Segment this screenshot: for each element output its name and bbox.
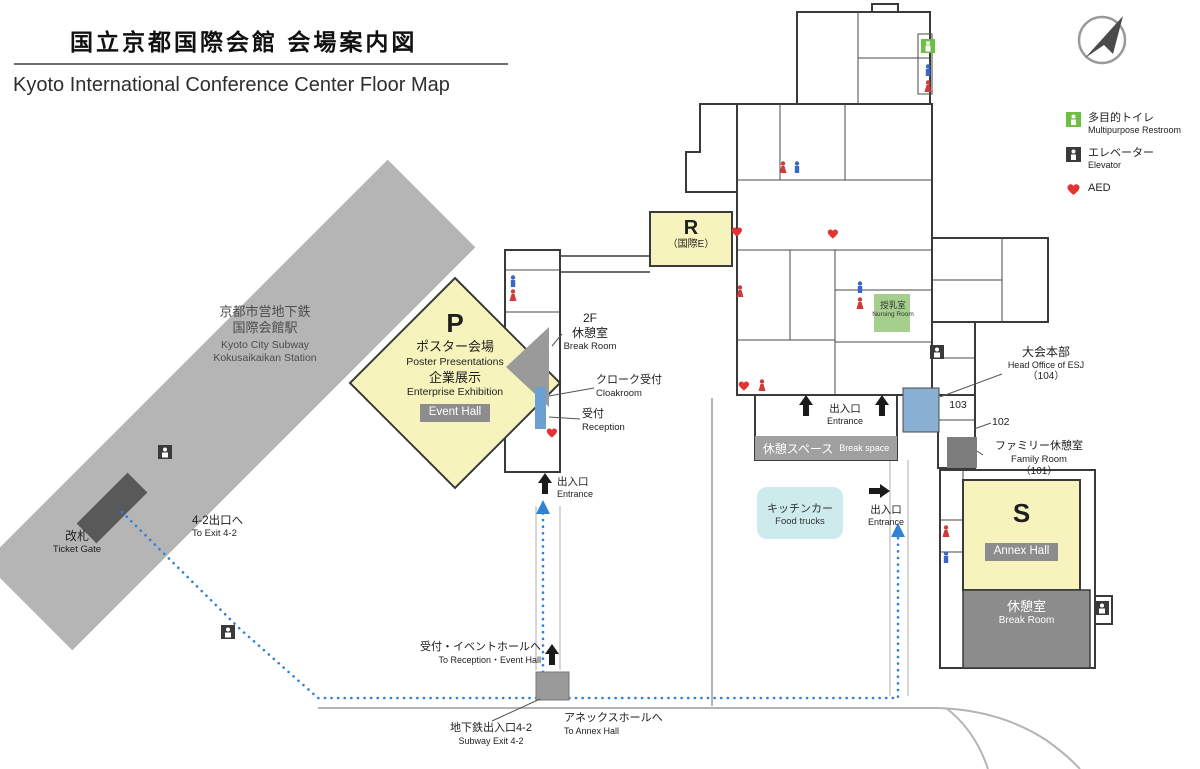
to-reception-label: 受付・イベントホールへ To Reception・Event Hall — [420, 641, 541, 665]
page-title-ja: 国立京都国際会館 会場案内図 — [70, 29, 418, 55]
annex-hall-room — [962, 479, 1081, 591]
entrance-label-south: 出入口 Entrance — [557, 476, 594, 500]
food-trucks-area: キッチンカー Food trucks — [757, 487, 843, 539]
elevator-icon — [158, 445, 172, 459]
entrance-arrows — [538, 395, 890, 665]
head-office-block — [902, 387, 940, 433]
restroom-female-icon — [779, 161, 787, 173]
legend: 多目的トイレ Multipurpose Restroom エレベーター Elev… — [1066, 112, 1181, 208]
family-room-label: ファミリー休憩室 Family Room （101） — [995, 440, 1083, 477]
aed-icon — [738, 381, 750, 391]
head-office-label: 大会本部 Head Office of ESJ （104） — [1007, 345, 1085, 383]
link-corridor — [560, 255, 650, 273]
aed-icon — [827, 229, 839, 239]
roads — [318, 398, 1081, 769]
aed-icon — [731, 227, 743, 237]
annex-break-room-block — [962, 589, 1091, 669]
entrance-label-main: 出入口 Entrance — [826, 403, 864, 427]
restroom-female-icon — [856, 297, 864, 309]
break-space-band: 休憩スペース Break space — [755, 436, 897, 460]
restroom-female-icon — [736, 285, 744, 297]
route-arrow-icon — [536, 500, 550, 514]
legend-label: エレベーター — [1088, 146, 1154, 159]
restroom-male-icon — [794, 161, 800, 173]
restroom-male-icon — [857, 281, 863, 293]
family-room-block — [947, 437, 977, 468]
page-title-en: Kyoto International Conference Center Fl… — [13, 74, 450, 96]
restroom-female-icon — [942, 525, 950, 537]
elevator-icon — [221, 625, 235, 639]
restroom-female-icon — [758, 379, 766, 391]
pointer-lines — [491, 333, 1003, 722]
annex-hall-label: S Annex Hall — [963, 499, 1080, 561]
restroom-male-icon — [510, 275, 516, 287]
aed-icon — [546, 428, 558, 438]
room-r-label: R （国際E） — [667, 217, 715, 250]
entrance-arrow-icon — [799, 395, 813, 416]
event-hall-room — [348, 276, 562, 490]
annex-break-room-label: 休憩室 Break Room — [998, 599, 1055, 627]
entrance-arrow-icon — [545, 644, 559, 665]
legend-label: AED — [1088, 181, 1111, 194]
room-102-label: 102 — [992, 416, 1010, 428]
main-left-annex — [685, 103, 738, 193]
route-arrow-icon — [891, 523, 905, 537]
room-103-label: 103 — [949, 399, 967, 411]
event-hall-tag: Event Hall — [419, 404, 491, 422]
room-r — [649, 211, 733, 267]
legend-sublabel: Elevator — [1088, 160, 1122, 171]
reception-desk-block — [535, 387, 546, 429]
entrance-arrow-icon — [869, 484, 890, 498]
entrance-arrow-icon — [538, 473, 552, 494]
subway-exit-label: 地下鉄出入口4-2 Subway Exit 4-2 — [450, 722, 532, 746]
event-hall-label: P ポスター会場 Poster Presentations 企業展示 Enter… — [393, 309, 517, 422]
legend-sublabel: Multipurpose Restroom — [1088, 125, 1182, 136]
to-annex-label: アネックスホールへ To Annex Hall — [564, 712, 663, 736]
multipurpose-icon — [921, 39, 935, 53]
subway-exit-block — [535, 671, 570, 701]
ticket-gate-label: 改札 Ticket Gate — [52, 529, 102, 555]
legend-label: 多目的トイレ — [1088, 112, 1154, 124]
entrance-label-annex-walk: 出入口 Entrance — [867, 504, 905, 528]
ticket-gate-block — [76, 472, 148, 544]
subway-station-label: 京都市営地下鉄 国際会館駅 Kyoto City Subway Kokusaik… — [213, 304, 317, 364]
walkway-edges — [535, 460, 909, 696]
multipurpose-restroom-icon — [1066, 112, 1081, 127]
exit-4-2-label: 4-2出口へ To Exit 4-2 — [192, 515, 244, 540]
annex-hall-tag: Annex Hall — [984, 543, 1059, 561]
legend-item-multipurpose: 多目的トイレ Multipurpose Restroom — [1066, 112, 1181, 136]
elevator-icon — [930, 345, 944, 359]
legend-item-aed: AED — [1066, 182, 1181, 197]
elevator-icon — [1095, 601, 1109, 615]
reception-label: 受付 Reception — [582, 408, 625, 433]
entrance-arrow-icon — [875, 395, 889, 416]
aed-heart-icon — [1067, 184, 1080, 195]
facility-markers — [158, 39, 1109, 639]
restroom-female-icon — [924, 80, 932, 92]
elevator-icon — [1066, 146, 1081, 162]
restroom-male-icon — [943, 551, 949, 563]
break-room-2f-label: 2F 休憩室 Break Room — [563, 311, 617, 352]
nursing-room-block — [874, 294, 910, 332]
restroom-female-icon — [509, 289, 517, 301]
title-underline — [14, 63, 508, 65]
restroom-male-icon — [925, 64, 931, 76]
cloakroom-label: クローク受付 Cloakroom — [596, 374, 662, 399]
nursing-room-label: 授乳室 Nursing Room — [872, 300, 914, 318]
subway-route-path — [120, 506, 900, 700]
legend-item-elevator: エレベーター Elevator — [1066, 146, 1181, 171]
compass-north-icon — [1077, 15, 1127, 65]
